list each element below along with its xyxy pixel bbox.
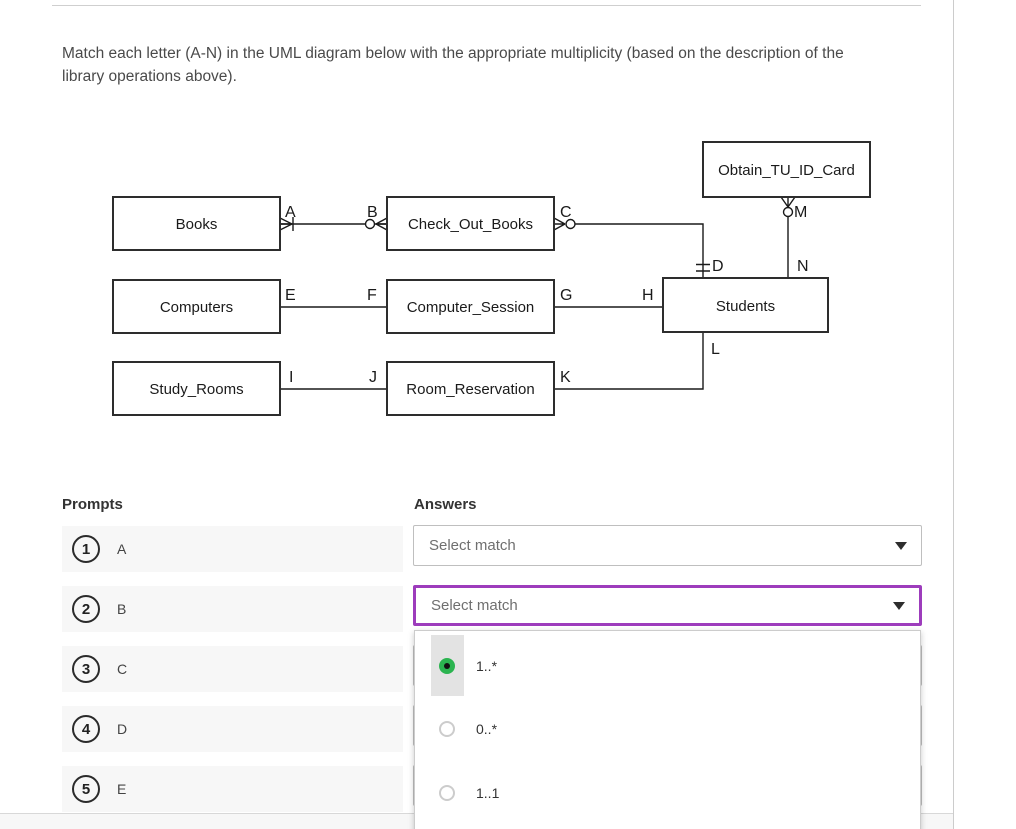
diagram-letter-f: F [367,287,377,304]
entity-computers: Computers [112,279,281,334]
prompt-label: A [117,541,127,557]
prompt-number-badge: 1 [72,535,100,563]
prompt-number-badge: 4 [72,715,100,743]
entity-students-label: Students [716,298,775,315]
answer-dropdown-2-value: Select match [431,597,518,614]
prompt-label: E [117,781,127,797]
option-2-label[interactable]: 0..* [476,721,498,737]
entity-obtain-tu-id-card: Obtain_TU_ID_Card [702,141,871,198]
entity-computers-label: Computers [160,299,233,316]
prompts-heading: Prompts [62,496,123,513]
prompt-label: D [117,721,128,737]
radio-option-1-selected[interactable] [439,658,455,674]
entity-check-out-books-label: Check_Out_Books [408,216,533,233]
prompt-number-badge: 3 [72,655,100,683]
entity-study-rooms-label: Study_Rooms [149,381,243,398]
connector-obtaincard-students [780,196,796,278]
entity-room-reservation: Room_Reservation [386,361,555,416]
diagram-letter-c: C [560,204,572,221]
top-divider [52,5,921,6]
radio-dot [444,663,450,669]
prompt-row-2: 2 B [62,586,403,632]
radio-option-2[interactable] [439,721,455,737]
diagram-letter-d: D [712,258,724,275]
radio-option-3[interactable] [439,785,455,801]
prompt-row-5: 5 E [62,766,403,812]
entity-computer-session-label: Computer_Session [407,299,535,316]
entity-study-rooms: Study_Rooms [112,361,281,416]
prompt-number-badge: 2 [72,595,100,623]
diagram-letter-j: J [369,369,377,386]
diagram-letter-e: E [285,287,296,304]
prompt-number-badge: 5 [72,775,100,803]
diagram-letter-i: I [289,369,293,386]
option-3-label[interactable]: 1..1 [476,785,500,801]
diagram-letter-b: B [367,204,378,221]
answers-heading: Answers [414,496,477,513]
answer-dropdown-1-value: Select match [429,537,516,554]
dropdown-menu: 1..* 0..* 1..1 [414,630,921,829]
diagram-letter-a: A [285,204,296,221]
diagram-letter-n: N [797,258,809,275]
right-panel-divider [953,0,954,829]
question-instruction: Match each letter (A-N) in the UML diagr… [62,44,844,85]
entity-room-reservation-label: Room_Reservation [406,381,534,398]
prompt-row-1: 1 A [62,526,403,572]
prompt-row-3: 3 C [62,646,403,692]
prompt-label: C [117,661,128,677]
entity-books: Books [112,196,281,251]
entity-obtain-tu-id-card-label: Obtain_TU_ID_Card [718,162,855,179]
diagram-letter-h: H [642,287,654,304]
connector-books-checkoutbooks [279,217,388,231]
prompt-row-4: 4 D [62,706,403,752]
answer-dropdown-2[interactable]: Select match [413,585,922,626]
entity-books-label: Books [176,216,218,233]
entity-students: Students [662,277,829,333]
option-1-label[interactable]: 1..* [476,658,498,674]
chevron-down-icon [895,541,907,550]
prompt-label: B [117,601,127,617]
chevron-down-icon [893,601,905,610]
diagram-letter-m: M [794,204,807,221]
connector-roomreservation-students [554,332,704,390]
diagram-letter-l: L [711,341,720,358]
entity-computer-session: Computer_Session [386,279,555,334]
answer-dropdown-1[interactable]: Select match [413,525,922,566]
entity-check-out-books: Check_Out_Books [386,196,555,251]
connector-checkoutbooks-students [553,217,710,278]
diagram-letter-k: K [560,369,571,386]
diagram-letter-g: G [560,287,572,304]
